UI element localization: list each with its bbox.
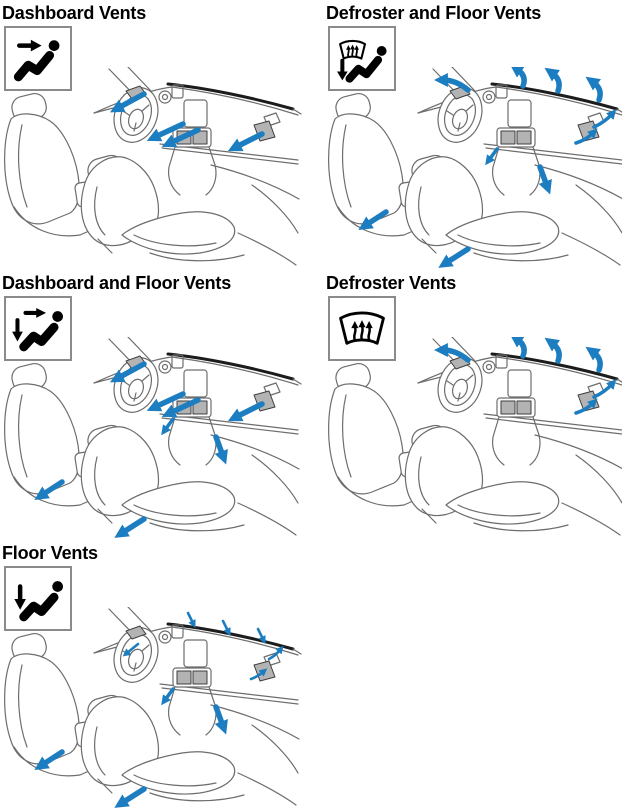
panel-title: Defroster and Floor Vents [326,3,542,23]
car-interior-illustration [326,337,622,541]
panel-defroster-vents: Defroster Vents [326,273,622,541]
car-interior-illustration [2,337,302,541]
dashboard-vents-glyph [13,39,60,81]
defroster-and-floor-vents-glyph [337,39,387,83]
cabin-line-art [328,67,622,266]
car-interior-sketch [4,67,302,266]
airflow-arrows-defroster [433,67,617,145]
dashboard-and-floor-vents-icon [4,296,72,361]
panel-defroster-and-floor-vents: Defroster and Floor Vents [326,3,622,271]
airflow-arrows-dashboard [109,91,265,152]
cabin-line-art [4,67,302,266]
defroster-and-floor-vents-icon [328,26,396,91]
airflow-arrows-dashboard [109,361,265,422]
airflow-arrows-defroster [433,337,617,415]
airflow-arrows-floor [358,147,552,268]
cabin-line-art [4,607,302,806]
floor-vents-glyph [14,580,63,621]
car-interior-sketch [328,67,622,268]
floor-vents-icon [4,566,72,631]
car-interior-illustration [326,67,622,271]
panel-dashboard-and-floor-vents: Dashboard and Floor Vents [2,273,302,541]
defroster-vents-glyph [339,311,385,345]
defroster-vents-icon [328,296,396,361]
dashboard-and-floor-vents-glyph [12,307,63,351]
car-interior-illustration [2,607,302,810]
car-interior-sketch [4,337,302,538]
cabin-line-art [4,337,302,536]
airflow-arrows-floor [34,417,228,538]
car-interior-sketch [4,607,302,808]
panel-title: Floor Vents [2,543,98,563]
panel-title: Defroster Vents [326,273,457,293]
car-interior-sketch [328,337,622,536]
airflow-arrows-floor [34,687,228,808]
panel-floor-vents: Floor Vents [2,543,302,810]
panel-title: Dashboard Vents [2,3,147,23]
car-interior-illustration [2,67,302,271]
panel-dashboard-vents: Dashboard Vents [2,3,302,271]
panel-title: Dashboard and Floor Vents [2,273,232,293]
dashboard-vents-icon [4,26,72,91]
cabin-line-art [328,337,622,536]
airflow-arrows-bleed [122,611,284,681]
